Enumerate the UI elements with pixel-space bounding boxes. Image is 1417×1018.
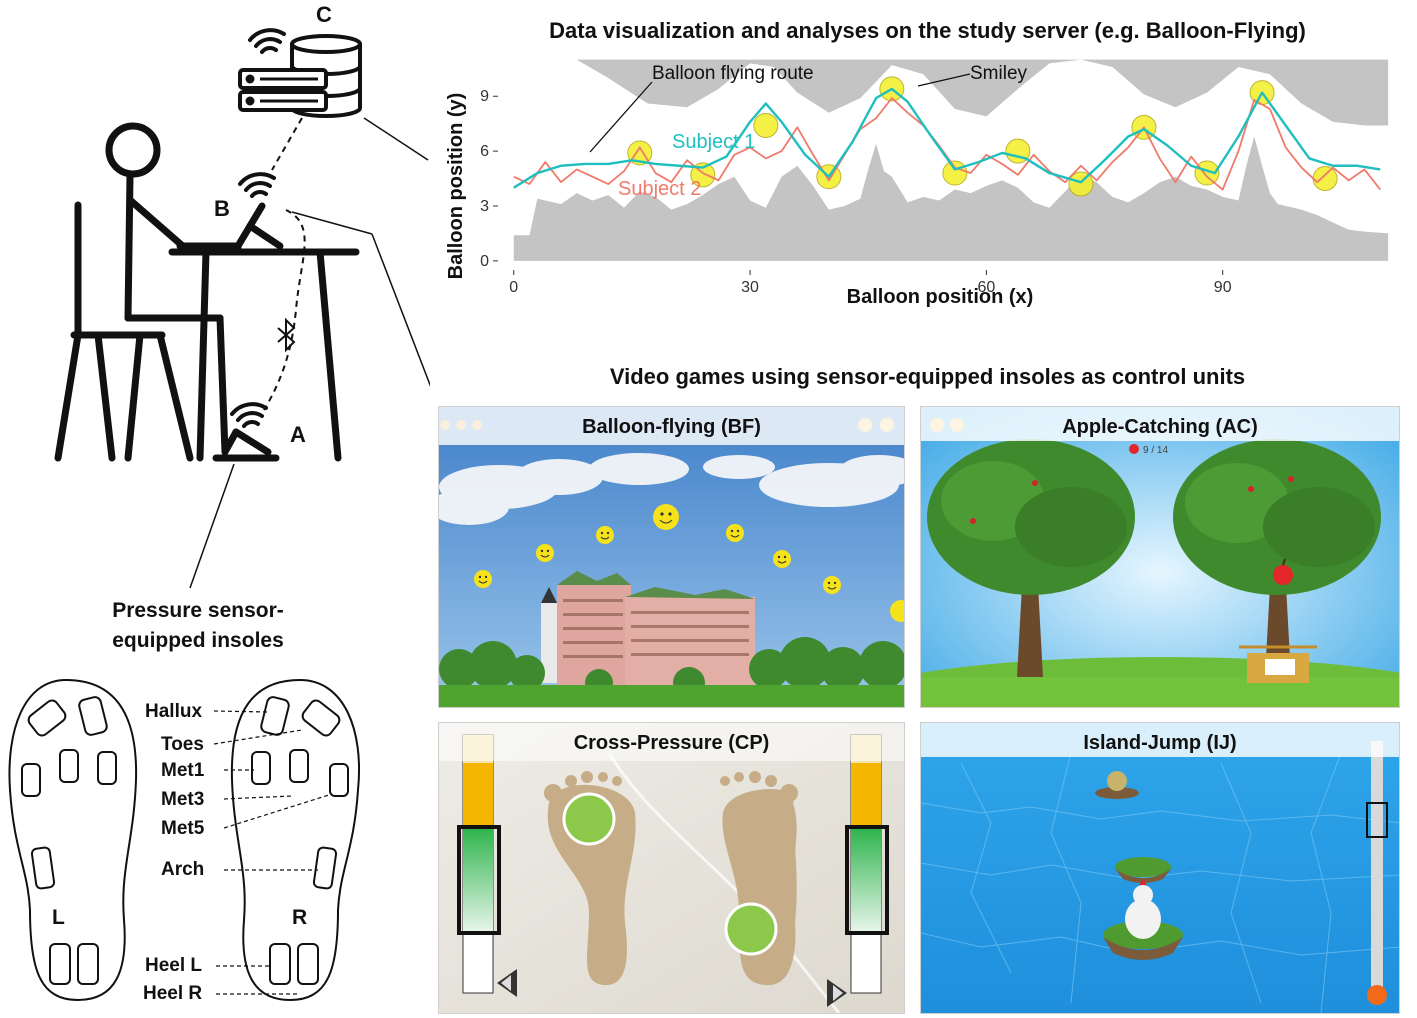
trees xyxy=(439,637,904,699)
lower-terrain xyxy=(513,136,1389,261)
study-setup-illustration xyxy=(54,28,430,589)
smiley-point xyxy=(1194,160,1220,186)
upper-terrain xyxy=(513,59,1389,126)
annotation-smiley: Smiley xyxy=(970,63,1028,84)
platform-island xyxy=(1115,857,1171,883)
server-icon xyxy=(238,34,362,118)
chicken-character xyxy=(1125,879,1161,939)
game-island-jump: Island-Jump (IJ) xyxy=(920,722,1400,1014)
games-title: Video games using sensor-equipped insole… xyxy=(609,364,1246,389)
smiley-icons xyxy=(474,504,904,622)
left-sensors xyxy=(21,696,117,985)
island-jump-scene xyxy=(921,723,1399,1013)
label-hallux: Hallux xyxy=(145,701,203,722)
series-label-subject-1: Subject 1 xyxy=(672,131,755,153)
server-to-chart-line xyxy=(363,117,429,161)
right-pressure-marker xyxy=(724,902,778,956)
left-pressure-bar xyxy=(457,734,517,997)
label-met5: Met5 xyxy=(161,818,205,839)
label-arch: Arch xyxy=(161,859,205,880)
apple-counter: 9 / 14 xyxy=(1143,445,1168,456)
x-tick-label: 60 xyxy=(977,279,995,296)
distant-island xyxy=(1095,771,1139,799)
smiley-point xyxy=(1312,166,1338,192)
y-tick-label: 9 xyxy=(480,88,489,105)
label-met1: Met1 xyxy=(161,760,205,781)
right-insole-outline xyxy=(230,678,360,1002)
label-toes: Toes xyxy=(161,734,204,755)
smiley-point xyxy=(942,160,968,186)
bluetooth-icon xyxy=(277,317,296,353)
game-apple-catching: 9 / 14 Apple-Catching (AC) xyxy=(920,406,1400,708)
insole-diagram xyxy=(8,678,360,1002)
sensor-leader-lines xyxy=(213,710,333,995)
basket-cart xyxy=(1239,645,1317,683)
chart-y-label: Balloon position (y) xyxy=(445,93,467,280)
apple-catching-scene: 9 / 14 xyxy=(921,407,1399,707)
bluetooth-link xyxy=(263,209,306,411)
x-tick-label: 30 xyxy=(741,279,759,296)
foot-with-insole xyxy=(212,428,280,462)
jump-slider xyxy=(1366,741,1388,1005)
game-title-bf: Balloon-flying (BF) xyxy=(439,407,904,445)
left-insole-label: L xyxy=(52,906,65,929)
series-label-subject-2: Subject 2 xyxy=(618,178,701,200)
desk xyxy=(168,248,360,462)
label-met3: Met3 xyxy=(161,789,205,810)
game-balloon-flying: Balloon-flying (BF) xyxy=(438,406,905,708)
left-pressure-marker xyxy=(562,792,616,846)
tree-right xyxy=(1173,439,1381,677)
annotation-balloon-route: Balloon flying route xyxy=(652,63,814,84)
label-b: B xyxy=(214,196,230,221)
cross-pressure-scene xyxy=(439,723,904,1013)
laptop xyxy=(176,202,284,250)
y-tick-label: 3 xyxy=(480,198,489,215)
label-heel-l: Heel L xyxy=(145,955,203,976)
chart-annotation-lines xyxy=(589,73,971,153)
chart-title: Data visualization and analyses on the s… xyxy=(549,18,1306,43)
smiley-point xyxy=(627,140,653,166)
right-sensors xyxy=(251,696,349,985)
label-a: A xyxy=(290,422,306,447)
falling-apple xyxy=(1273,558,1293,585)
x-tick-label: 0 xyxy=(509,279,518,296)
chair xyxy=(54,201,194,462)
tree-left xyxy=(927,439,1135,677)
wifi-icon-a xyxy=(230,402,268,428)
label-heel-r: Heel R xyxy=(143,983,203,1004)
clouds xyxy=(439,453,904,525)
game-title-ij: Island-Jump (IJ) xyxy=(921,723,1399,757)
chart-x-label: Balloon position (x) xyxy=(847,286,1034,308)
wifi-icon-b xyxy=(238,172,276,198)
wifi-icon-c xyxy=(248,28,286,54)
insole-pointer-line xyxy=(189,463,235,589)
left-insole-outline xyxy=(8,678,138,1002)
laptop-to-games-line-b xyxy=(371,233,430,387)
label-c: C xyxy=(316,2,332,27)
insoles-caption: Pressure sensor- equipped insoles xyxy=(112,599,284,652)
right-pressure-bar xyxy=(827,734,889,1007)
game-title-ac: Apple-Catching (AC) xyxy=(921,407,1399,441)
game-cross-pressure: Cross-Pressure (CP) xyxy=(438,722,905,1014)
balloon-flying-scene xyxy=(439,407,904,707)
smiley-point xyxy=(753,113,779,139)
game-title-cp: Cross-Pressure (CP) xyxy=(439,723,904,761)
series-line-1 xyxy=(513,87,1381,189)
y-tick-label: 6 xyxy=(480,143,489,160)
laptop-to-games-line-a xyxy=(291,211,373,235)
y-tick-label: 0 xyxy=(480,253,489,270)
x-tick-label: 90 xyxy=(1214,279,1232,296)
server-laptop-link xyxy=(271,117,303,171)
right-insole-label: R xyxy=(292,906,308,929)
